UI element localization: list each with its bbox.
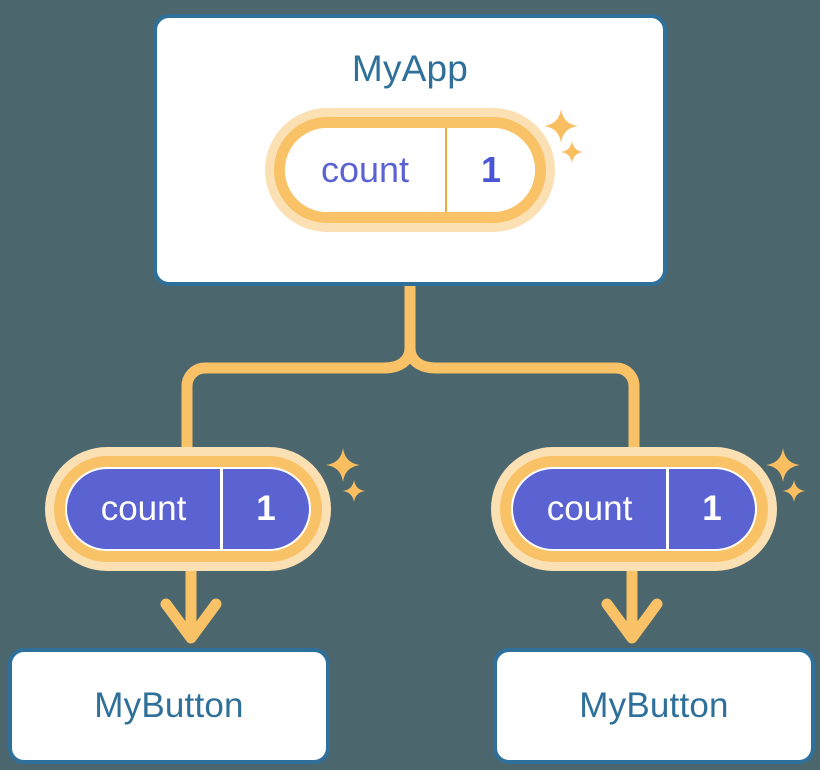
state-pill-key: count — [513, 469, 669, 549]
state-pill-value: 1 — [256, 489, 276, 528]
sparkle-icon-large — [765, 447, 801, 483]
state-pill-mybutton-right[interactable]: count 1 — [491, 447, 777, 571]
arrow-down-icon-left — [160, 598, 222, 644]
sparkle-icon-large — [543, 108, 579, 144]
connector-branch-bus-right — [404, 347, 640, 452]
state-pill-value: 1 — [480, 149, 502, 190]
component-card-mybutton-right[interactable]: MyButton — [493, 648, 815, 764]
sparkle-icon-large — [325, 447, 361, 483]
sparkle-icon-small — [342, 479, 366, 503]
state-pill-key: count — [285, 128, 447, 212]
arrow-down-icon-right — [601, 598, 663, 644]
component-title-mybutton-left: MyButton — [94, 686, 244, 725]
state-pill-key: count — [67, 469, 223, 549]
sparkle-icon-small — [782, 479, 806, 503]
component-title-myapp: MyApp — [351, 48, 469, 89]
sparkle-icon-small — [560, 140, 584, 164]
state-pill-myapp[interactable]: count 1 — [265, 108, 555, 232]
connector-branch-bus — [181, 347, 416, 452]
state-pill-body: count 1 — [67, 469, 309, 549]
state-pill-body: count 1 — [285, 128, 535, 212]
component-title-mybutton-right: MyButton — [579, 686, 729, 725]
state-pill-value: 1 — [702, 489, 722, 528]
state-pill-body: count 1 — [513, 469, 755, 549]
component-card-mybutton-left[interactable]: MyButton — [8, 648, 330, 764]
state-pill-mybutton-left[interactable]: count 1 — [45, 447, 331, 571]
